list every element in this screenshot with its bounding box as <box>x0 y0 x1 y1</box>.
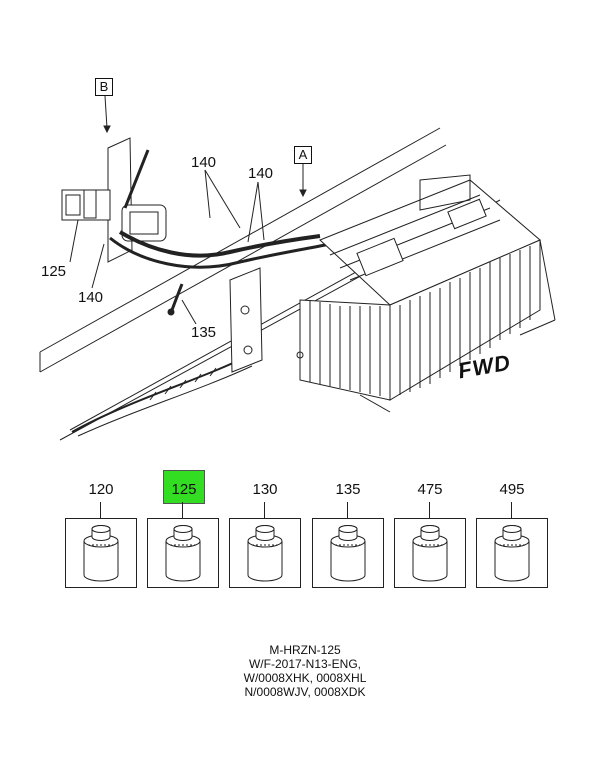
caption-line: N/0008WJV, 0008XDK <box>244 685 366 699</box>
part-item[interactable]: 130 <box>229 480 301 588</box>
part-item[interactable]: 135 <box>312 480 384 588</box>
part-leader-line <box>511 502 512 518</box>
callout-140-upper-right: 140 <box>248 165 274 182</box>
part-item-selected[interactable]: 125 <box>147 470 219 588</box>
cylinder-part-icon <box>330 525 366 582</box>
part-number[interactable]: 130 <box>252 481 278 498</box>
part-leader-line <box>429 502 430 518</box>
diagram-caption: M-HRZN-125 W/F-2017-N13-ENG, W/0008XHK, … <box>200 643 410 699</box>
part-item[interactable]: 495 <box>476 480 548 588</box>
part-leader-line <box>264 502 265 518</box>
part-leader-line <box>182 502 183 518</box>
caption-line: W/0008XHK, 0008XHL <box>243 671 367 685</box>
part-leader-line <box>100 502 101 518</box>
part-thumbnail[interactable] <box>312 518 384 588</box>
part-item[interactable]: 475 <box>394 480 466 588</box>
part-item[interactable]: 120 <box>65 480 137 588</box>
part-number[interactable]: 120 <box>88 481 114 498</box>
reference-label-a: A <box>294 146 312 164</box>
callout-125: 125 <box>41 263 67 280</box>
cylinder-part-icon <box>165 525 201 582</box>
part-number[interactable]: 495 <box>499 481 525 498</box>
callout-135: 135 <box>191 324 217 341</box>
part-thumbnail[interactable] <box>65 518 137 588</box>
callout-140-lower: 140 <box>78 289 104 306</box>
part-number-highlighted[interactable]: 125 <box>163 470 205 504</box>
cylinder-part-icon <box>494 525 530 582</box>
cylinder-part-icon <box>83 525 119 582</box>
reference-label-b: B <box>95 78 113 96</box>
battery-harness-illustration <box>39 95 556 441</box>
cylinder-part-icon <box>247 525 283 582</box>
caption-line: M-HRZN-125 <box>269 643 341 657</box>
part-thumbnail[interactable] <box>147 518 219 588</box>
part-number[interactable]: 135 <box>335 481 361 498</box>
caption-line: W/F-2017-N13-ENG, <box>248 657 362 671</box>
part-thumbnail[interactable] <box>476 518 548 588</box>
part-thumbnail[interactable] <box>229 518 301 588</box>
part-leader-line <box>347 502 348 518</box>
cylinder-part-icon <box>412 525 448 582</box>
callout-140-upper-left: 140 <box>191 154 217 171</box>
part-thumbnail[interactable] <box>394 518 466 588</box>
part-number[interactable]: 475 <box>417 481 443 498</box>
